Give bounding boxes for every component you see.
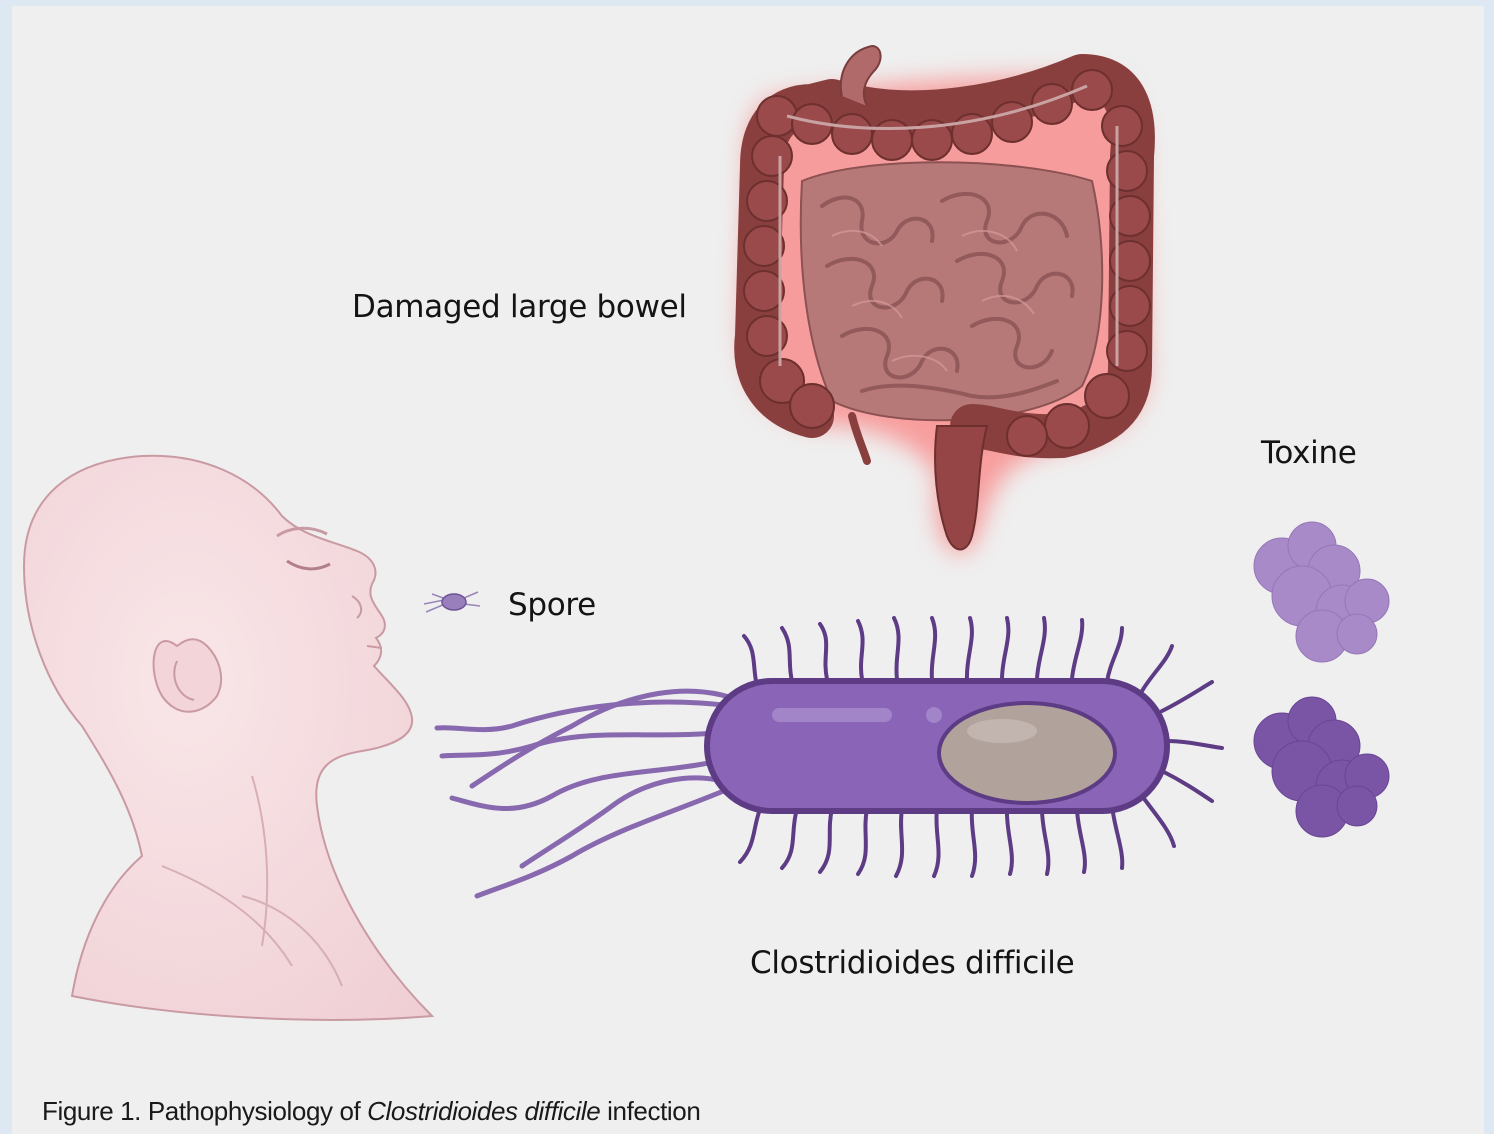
bacterium-label: Clostridioides difficile	[750, 945, 1074, 981]
spore-icon	[424, 592, 480, 612]
figure: Damaged large bowel Spore Toxine Clostri…	[12, 6, 1484, 1134]
caption-prefix: Figure 1. Pathophysiology of	[42, 1096, 367, 1126]
large-bowel-illustration	[742, 46, 1150, 554]
human-head	[24, 456, 432, 1020]
toxin-dark-icon	[1254, 697, 1389, 837]
caption-italic: Clostridioides difficile	[367, 1096, 600, 1126]
bowel-label: Damaged large bowel	[352, 289, 687, 325]
illustration	[12, 6, 1484, 1134]
figure-caption: Figure 1. Pathophysiology of Clostridioi…	[42, 1096, 700, 1127]
caption-suffix: infection	[600, 1096, 700, 1126]
spore-label: Spore	[508, 587, 596, 623]
bacterium-illustration	[437, 618, 1222, 896]
toxin-light-icon	[1254, 522, 1389, 662]
toxine-label: Toxine	[1261, 435, 1357, 471]
